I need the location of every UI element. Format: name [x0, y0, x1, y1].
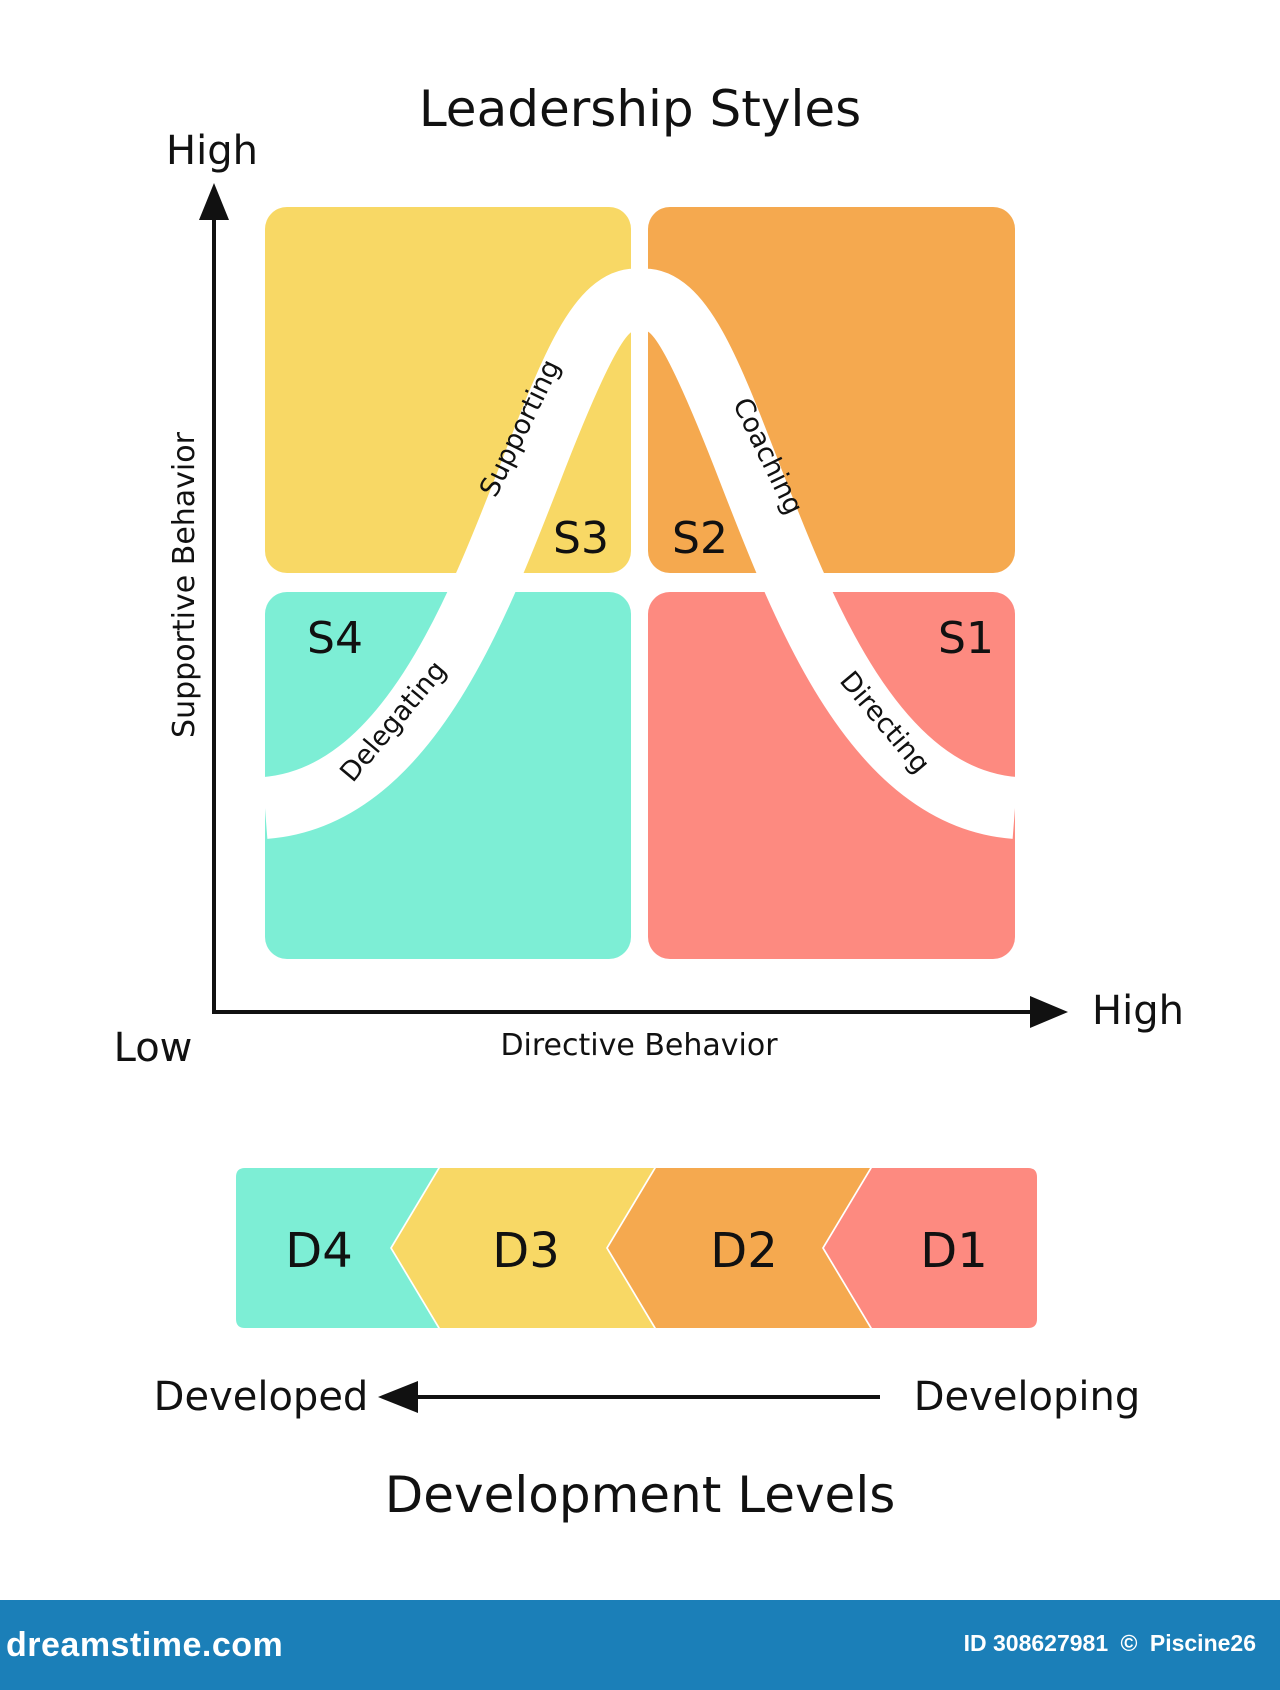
footer-meta: ID 308627981 © Piscine26 [958, 1630, 1256, 1657]
x-axis-arrow-icon [1030, 996, 1068, 1028]
x-axis-low-label: Low [114, 1025, 193, 1071]
x-axis-title: Directive Behavior [500, 1028, 778, 1063]
quadrant-s4 [265, 592, 631, 959]
level-d1-label: D1 [920, 1223, 988, 1279]
development-levels-title: Development Levels [385, 1466, 896, 1524]
copyright-icon: © [1120, 1630, 1138, 1656]
level-d3-label: D3 [492, 1223, 560, 1279]
level-d2-label: D2 [710, 1223, 778, 1279]
level-d1-chevron [824, 1168, 1037, 1328]
y-axis-high-label: High [166, 128, 258, 174]
developed-label: Developed [154, 1374, 369, 1420]
x-axis-high-label: High [1092, 988, 1184, 1034]
level-d2-chevron [608, 1168, 870, 1328]
footer-author: Piscine26 [1149, 1630, 1256, 1656]
leadership-styles-diagram: Leadership Styles S3 S2 S4 S1 Supporting… [114, 80, 1184, 1524]
watermark-footer: dreamstime.com ID 308627981 © Piscine26 [0, 1600, 1280, 1690]
quadrant-code-s3: S3 [553, 513, 609, 564]
development-levels-bar [236, 1168, 1037, 1328]
quadrant-code-s4: S4 [307, 613, 363, 664]
quadrant-s1 [648, 592, 1015, 959]
quadrant-code-s1: S1 [938, 613, 994, 664]
quadrant-code-s2: S2 [672, 513, 728, 564]
developing-label: Developing [914, 1374, 1141, 1420]
development-arrow-icon [378, 1381, 418, 1413]
bell-curve [261, 268, 1019, 839]
footer-brand: dreamstime.com [6, 1626, 284, 1664]
footer-id: ID 308627981 [963, 1630, 1109, 1656]
level-d4-chevron [236, 1168, 438, 1328]
level-d3-chevron [392, 1168, 654, 1328]
y-axis-arrow-icon [199, 183, 229, 220]
y-axis-title: Supportive Behavior [167, 431, 202, 738]
diagram-title: Leadership Styles [419, 80, 861, 138]
level-d4-label: D4 [285, 1223, 353, 1279]
